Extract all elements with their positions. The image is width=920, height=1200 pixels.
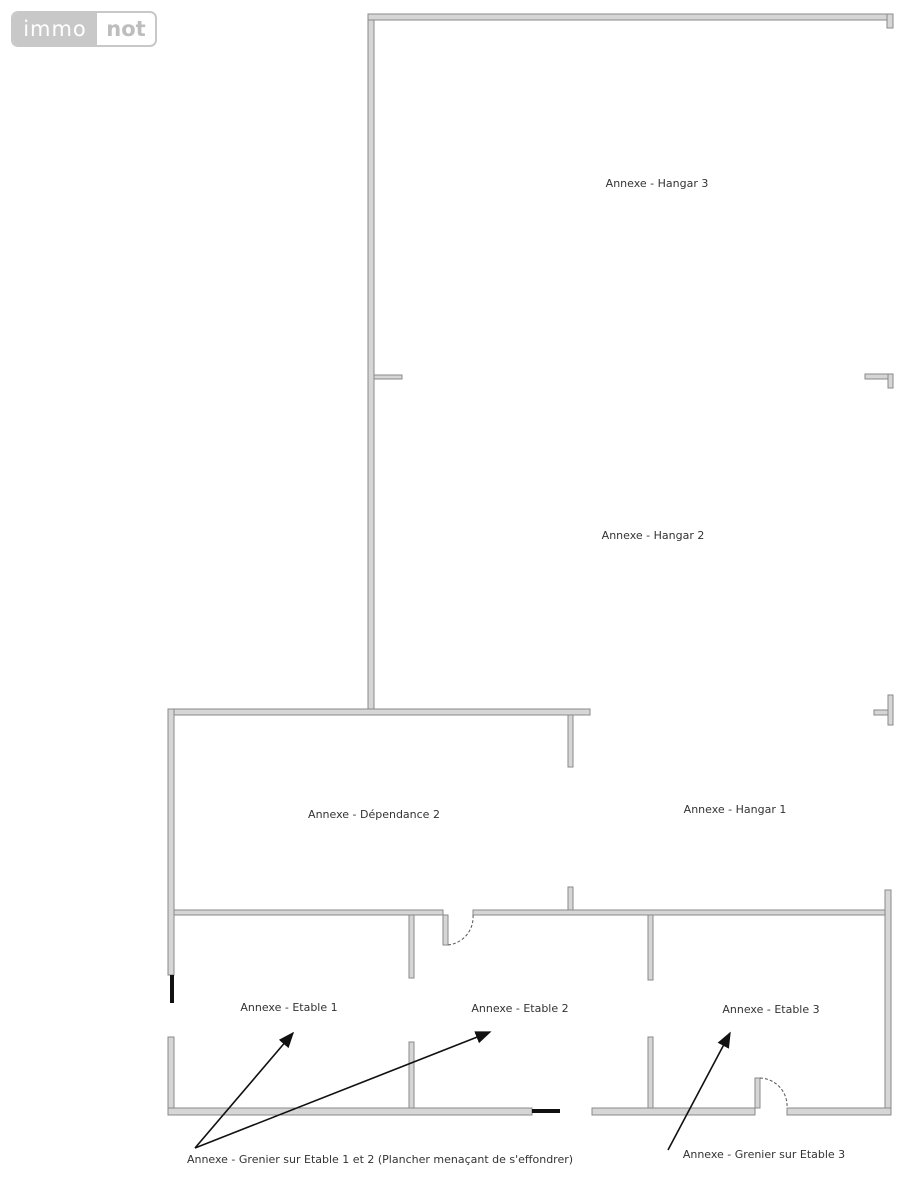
room-label-etable1: Annexe - Etable 1 [240, 1001, 338, 1014]
room-label-hangar2: Annexe - Hangar 2 [601, 529, 705, 542]
arrow [667, 1031, 731, 1151]
walls [167, 13, 894, 1116]
arrow [194, 1031, 295, 1149]
room-label-etable3: Annexe - Etable 3 [722, 1003, 820, 1016]
logo-right: not [106, 17, 146, 41]
immonot-logo: immo not [11, 11, 157, 47]
annotation-grenier-3: Annexe - Grenier sur Etable 3 [682, 1148, 846, 1161]
arrow [194, 1031, 492, 1149]
room-label-dependance2: Annexe - Dépendance 2 [308, 808, 440, 821]
room-label-etable2: Annexe - Etable 2 [471, 1002, 569, 1015]
room-label-hangar3: Annexe - Hangar 3 [605, 177, 709, 190]
room-label-hangar1: Annexe - Hangar 1 [683, 803, 787, 816]
door-arc [759, 1077, 788, 1109]
door-arc [447, 914, 474, 946]
annotation-grenier-12: Annexe - Grenier sur Etable 1 et 2 (Plan… [186, 1153, 574, 1166]
logo-left: immo [13, 13, 97, 45]
